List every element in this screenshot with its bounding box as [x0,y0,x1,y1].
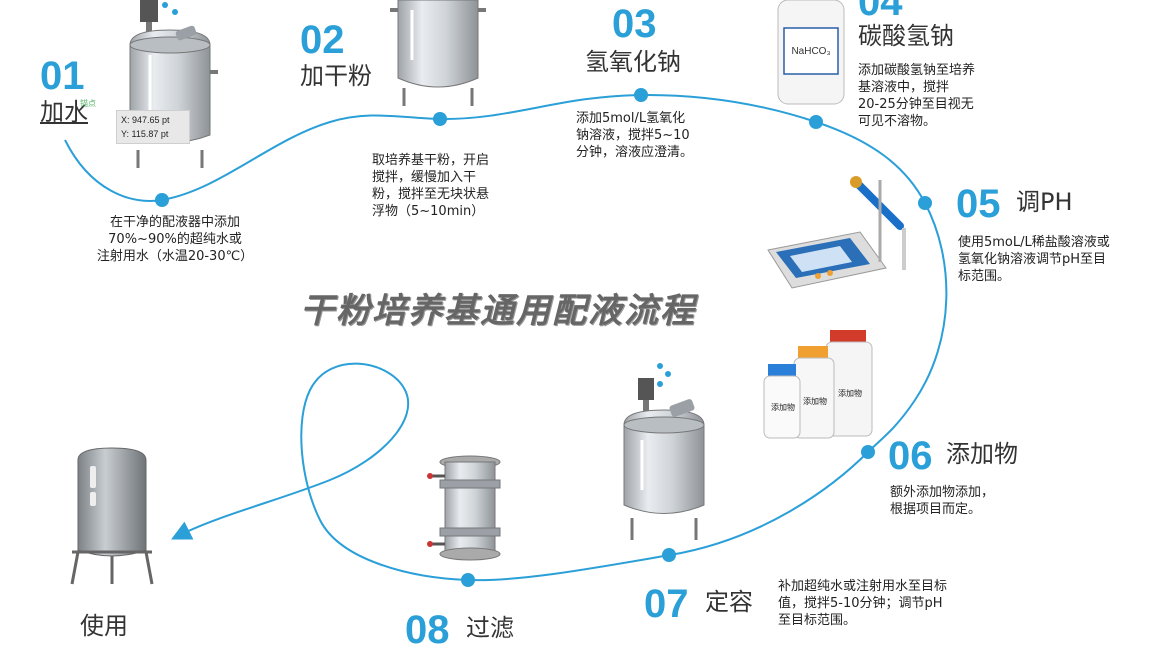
step-desc-02-line: 搅拌，缓慢加入干 [372,170,477,185]
step-dot-03 [634,88,648,102]
step-desc-07: 补加超纯水或注射用水至目标 值，搅拌5-10分钟；调节pH 至目标范围。 [778,578,988,629]
filter-housing-icon [427,455,501,561]
step-title-02: 加干粉 [300,62,372,90]
step-title-03: 氢氧化钠 [585,48,681,76]
step-title-01: 加水 [40,98,88,126]
step-title-08: 过滤 [466,614,514,642]
additive-label-3: 添加物 [838,389,862,398]
step-title-06: 添加物 [946,440,1018,468]
step-title-07: 定容 [705,588,753,616]
step-desc-04-line: 添加碳酸氢钠至培养 [858,63,976,78]
step-desc-03-line: 钠溶液，搅拌5~10 [576,128,690,143]
step-desc-04-line: 可见不溶物。 [858,114,937,129]
additive-label-2: 添加物 [803,397,827,406]
diagram-title: 干粉培养基通用配液流程 [300,291,696,331]
step-number-08: 08 [405,608,450,652]
step-dot-04 [809,115,823,129]
step-desc-01: 在干净的配液器中添加 70%~90%的超纯水或 注射用水（水温20-30℃） [80,214,270,265]
cursor-coordinate-tooltip: X: 947.65 pt Y: 115.87 pt [116,110,190,144]
step-desc-02-line: 浮物（5~10min） [372,204,485,219]
step-desc-01-line: 注射用水（水温20-30℃） [96,249,254,264]
step-desc-02: 取培养基干粉，开启 搅拌，缓慢加入干 粉，搅拌至无块状悬 浮物（5~10min） [372,152,512,220]
step-desc-06-line: 额外添加物添加， [890,485,995,500]
step-dot-02 [433,112,447,126]
step-desc-07-line: 补加超纯水或注射用水至目标 [778,579,948,594]
step-number-01: 01 [40,54,85,98]
step-number-06: 06 [888,434,933,478]
step-desc-05-line: 氢氧化钠溶液调节pH至目 [958,252,1107,267]
step-dot-06 [861,445,875,459]
step-desc-06: 额外添加物添加， 根据项目而定。 [890,484,1040,518]
step-number-04: 04 [858,0,903,24]
step-desc-01-line: 70%~90%的超纯水或 [108,232,242,247]
step-desc-07-line: 至目标范围。 [778,613,857,628]
step-desc-05-line: 标范围。 [958,269,1011,284]
final-step-label: 使用 [80,612,128,640]
step-number-05: 05 [956,182,1001,226]
anchor-hint-label: 锚点 [80,99,96,108]
step-number-03: 03 [612,2,657,46]
sodium-bicarbonate-bottle-icon [777,0,845,105]
sodium-bicarbonate-label: NaHCO₃ [791,46,831,57]
dissolving-tank-icon [390,0,486,106]
step-desc-03-line: 分钟，溶液应澄清。 [576,145,694,160]
step-number-07: 07 [644,582,689,626]
additive-bottles-icon [763,330,873,439]
step-dot-05 [918,196,932,210]
step-dots [155,88,932,587]
cursor-y-readout: Y: 115.87 pt [121,129,169,139]
step-desc-03: 添加5mol/L氢氧化 钠溶液，搅拌5~10 分钟，溶液应澄清。 [576,110,716,161]
step-desc-07-line: 值，搅拌5-10分钟；调节pH [778,596,943,611]
step-title-05: 调PH [1016,188,1073,216]
step-dot-08 [461,573,475,587]
step-desc-05-line: 使用5moL/L稀盐酸溶液或 [958,235,1110,250]
storage-tank-icon [70,447,154,585]
step-desc-02-line: 粉，搅拌至无块状悬 [372,187,490,202]
step-dot-01 [155,193,169,207]
step-number-02: 02 [300,18,345,62]
step-dot-07 [662,548,676,562]
step-desc-02-line: 取培养基干粉，开启 [372,153,490,168]
step-desc-03-line: 添加5mol/L氢氧化 [576,111,686,126]
flow-line [64,93,948,582]
step-desc-06-line: 根据项目而定。 [890,502,982,517]
step-desc-04-line: 20-25分钟至目视无 [858,97,974,112]
cursor-x-readout: X: 947.65 pt [121,115,170,125]
step-title-04: 碳酸氢钠 [858,22,954,50]
step-desc-04-line: 基溶液中，搅拌 [858,80,950,95]
step-desc-05: 使用5moL/L稀盐酸溶液或 氢氧化钠溶液调节pH至目 标范围。 [958,234,1153,285]
step-desc-01-line: 在干净的配液器中添加 [109,215,240,230]
volume-tank-icon [623,363,705,540]
additive-label-1: 添加物 [771,403,795,412]
ph-meter-icon [767,176,906,289]
step-desc-04: 添加碳酸氢钠至培养 基溶液中，搅拌 20-25分钟至目视无 可见不溶物。 [858,62,1008,130]
